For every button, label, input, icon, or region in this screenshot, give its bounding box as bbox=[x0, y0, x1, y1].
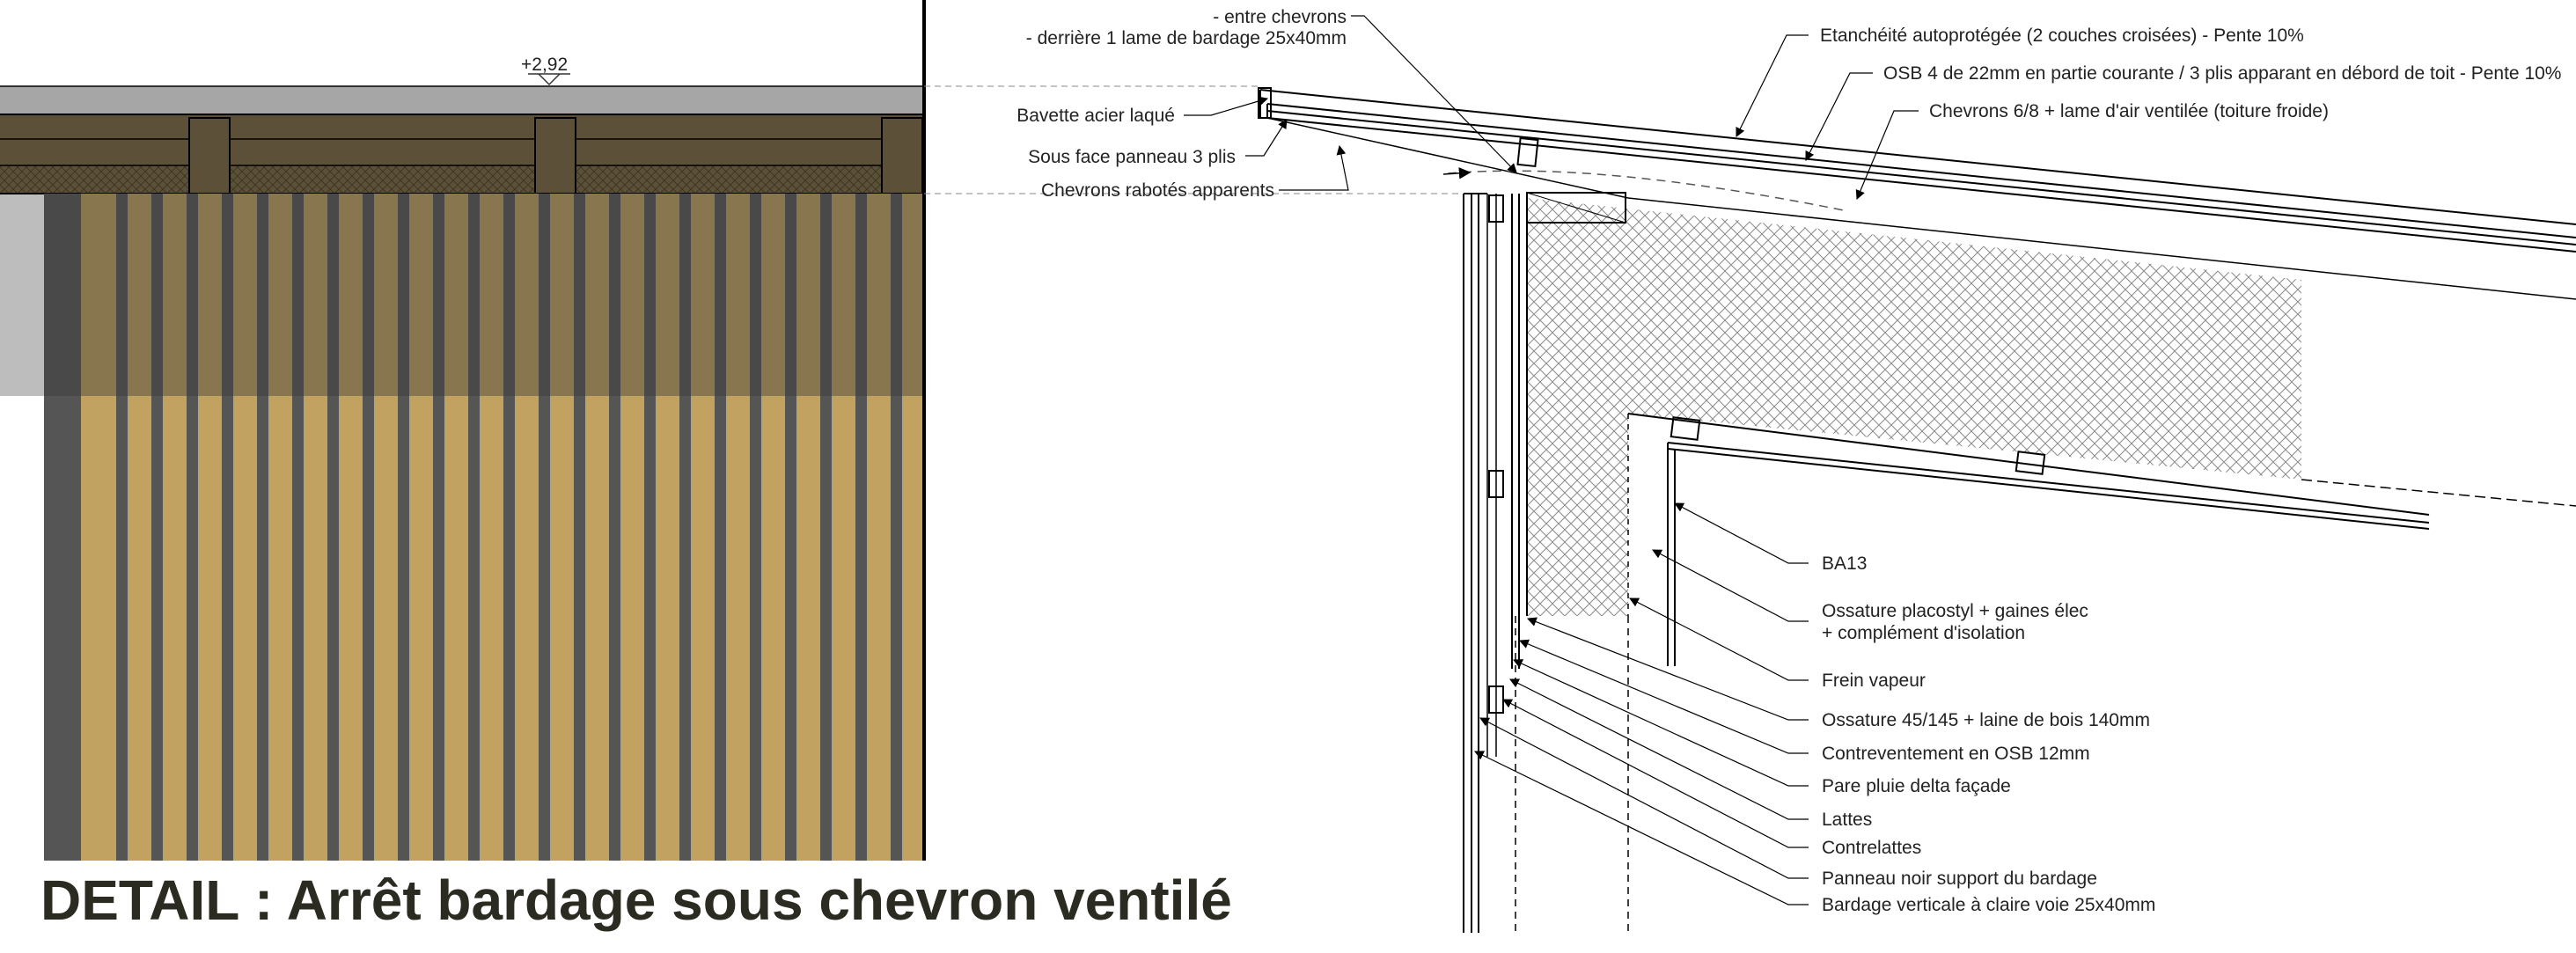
elevation-view: +2,92 bbox=[0, 0, 926, 861]
cladding-gap bbox=[116, 194, 128, 861]
batten bbox=[1488, 194, 1504, 223]
cladding-gap bbox=[151, 194, 163, 861]
callout-bracing: Contreventement en OSB 12mm bbox=[1822, 744, 2090, 764]
callout-rafters: Chevrons 6/8 + lame d'air ventilée (toit… bbox=[1929, 101, 2329, 121]
level-marker: +2,92 bbox=[521, 55, 570, 86]
callout-osb-deck: OSB 4 de 22mm en partie courante / 3 pli… bbox=[1883, 63, 2561, 84]
ceiling bbox=[1627, 413, 2576, 666]
cladding-gap bbox=[820, 194, 832, 861]
callout-soffit-panel: Sous face panneau 3 plis bbox=[1028, 147, 1236, 167]
cladding-gap bbox=[679, 194, 691, 861]
roof-edge-band bbox=[0, 86, 924, 116]
callout-framing: Ossature placostyl + gaines élec bbox=[1822, 601, 2088, 621]
cladding-gap bbox=[891, 194, 902, 861]
ceiling-block bbox=[1670, 416, 1701, 441]
callouts-roof: Etanchéité autoprotégée (2 couches crois… bbox=[1820, 26, 2561, 121]
cladding-gap bbox=[398, 194, 409, 861]
callout-black-panel: Panneau noir support du bardage bbox=[1822, 869, 2097, 889]
cladding-gap bbox=[644, 194, 656, 861]
callouts-wall: BA13 Ossature placostyl + gaines élec + … bbox=[1822, 553, 2155, 915]
batten bbox=[1488, 470, 1504, 498]
fascia-hatch-band bbox=[0, 165, 924, 194]
airflow-curve bbox=[1447, 170, 1849, 212]
callout-vapour-barrier: Frein vapeur bbox=[1822, 671, 1926, 691]
callout-cladding: Bardage verticale à claire voie 25x40mm bbox=[1822, 895, 2155, 915]
cladding-gap bbox=[327, 194, 339, 861]
cladding-gap bbox=[574, 194, 585, 861]
cladding-gap bbox=[433, 194, 444, 861]
callout-ba13: BA13 bbox=[1822, 553, 1867, 574]
callout-membrane: Pare pluie delta façade bbox=[1822, 776, 2011, 796]
rafter-end bbox=[881, 117, 923, 194]
callout-flashing: Bavette acier laqué bbox=[1016, 106, 1175, 126]
section-view bbox=[924, 15, 2576, 933]
cladding-slats bbox=[116, 194, 902, 861]
roof-deck bbox=[1258, 87, 2576, 300]
cladding-gap bbox=[750, 194, 761, 861]
callouts-top: - entre chevrons - derrière 1 lame de ba… bbox=[1016, 7, 1347, 201]
rafter-end bbox=[188, 117, 231, 194]
rafter-end bbox=[534, 117, 576, 194]
cladding-gap bbox=[715, 194, 726, 861]
cladding-dark-edge bbox=[44, 194, 81, 861]
drawing-title: DETAIL : Arrêt bardage sous chevron vent… bbox=[40, 869, 1232, 932]
cladding-background bbox=[81, 194, 924, 861]
cladding-gap bbox=[503, 194, 515, 861]
callout-planed-rafters: Chevrons rabotés apparents bbox=[1041, 180, 1274, 201]
cladding-gap bbox=[468, 194, 480, 861]
cladding-gap bbox=[609, 194, 620, 861]
cladding-gap bbox=[855, 194, 867, 861]
cladding-gap bbox=[539, 194, 550, 861]
callout-framing-2: + complément d'isolation bbox=[1822, 623, 2025, 643]
callout-waterproofing: Etanchéité autoprotégée (2 couches crois… bbox=[1820, 26, 2304, 46]
rafter-block bbox=[1516, 136, 1539, 168]
callout-counter-battens: Contrelattes bbox=[1822, 838, 1921, 858]
wall-layers bbox=[1463, 193, 1629, 933]
cladding-gap bbox=[187, 194, 198, 861]
leader-lines bbox=[1184, 15, 1919, 905]
level-label: +2,92 bbox=[521, 55, 568, 75]
cladding-gap bbox=[785, 194, 796, 861]
ceiling-block bbox=[2015, 451, 2046, 475]
cladding-gap bbox=[222, 194, 233, 861]
callout-battens: Lattes bbox=[1822, 810, 1872, 830]
callout-between-rafters: - entre chevrons bbox=[1213, 7, 1347, 27]
cladding-gap bbox=[257, 194, 268, 861]
cladding-shadow bbox=[44, 194, 924, 396]
cladding-gap bbox=[363, 194, 374, 861]
callout-studs: Ossature 45/145 + laine de bois 140mm bbox=[1822, 710, 2150, 730]
callout-between-rafters-2: - derrière 1 lame de bardage 25x40mm bbox=[1026, 28, 1347, 48]
insulation-hatch bbox=[1527, 198, 2301, 616]
cladding-gap bbox=[292, 194, 304, 861]
